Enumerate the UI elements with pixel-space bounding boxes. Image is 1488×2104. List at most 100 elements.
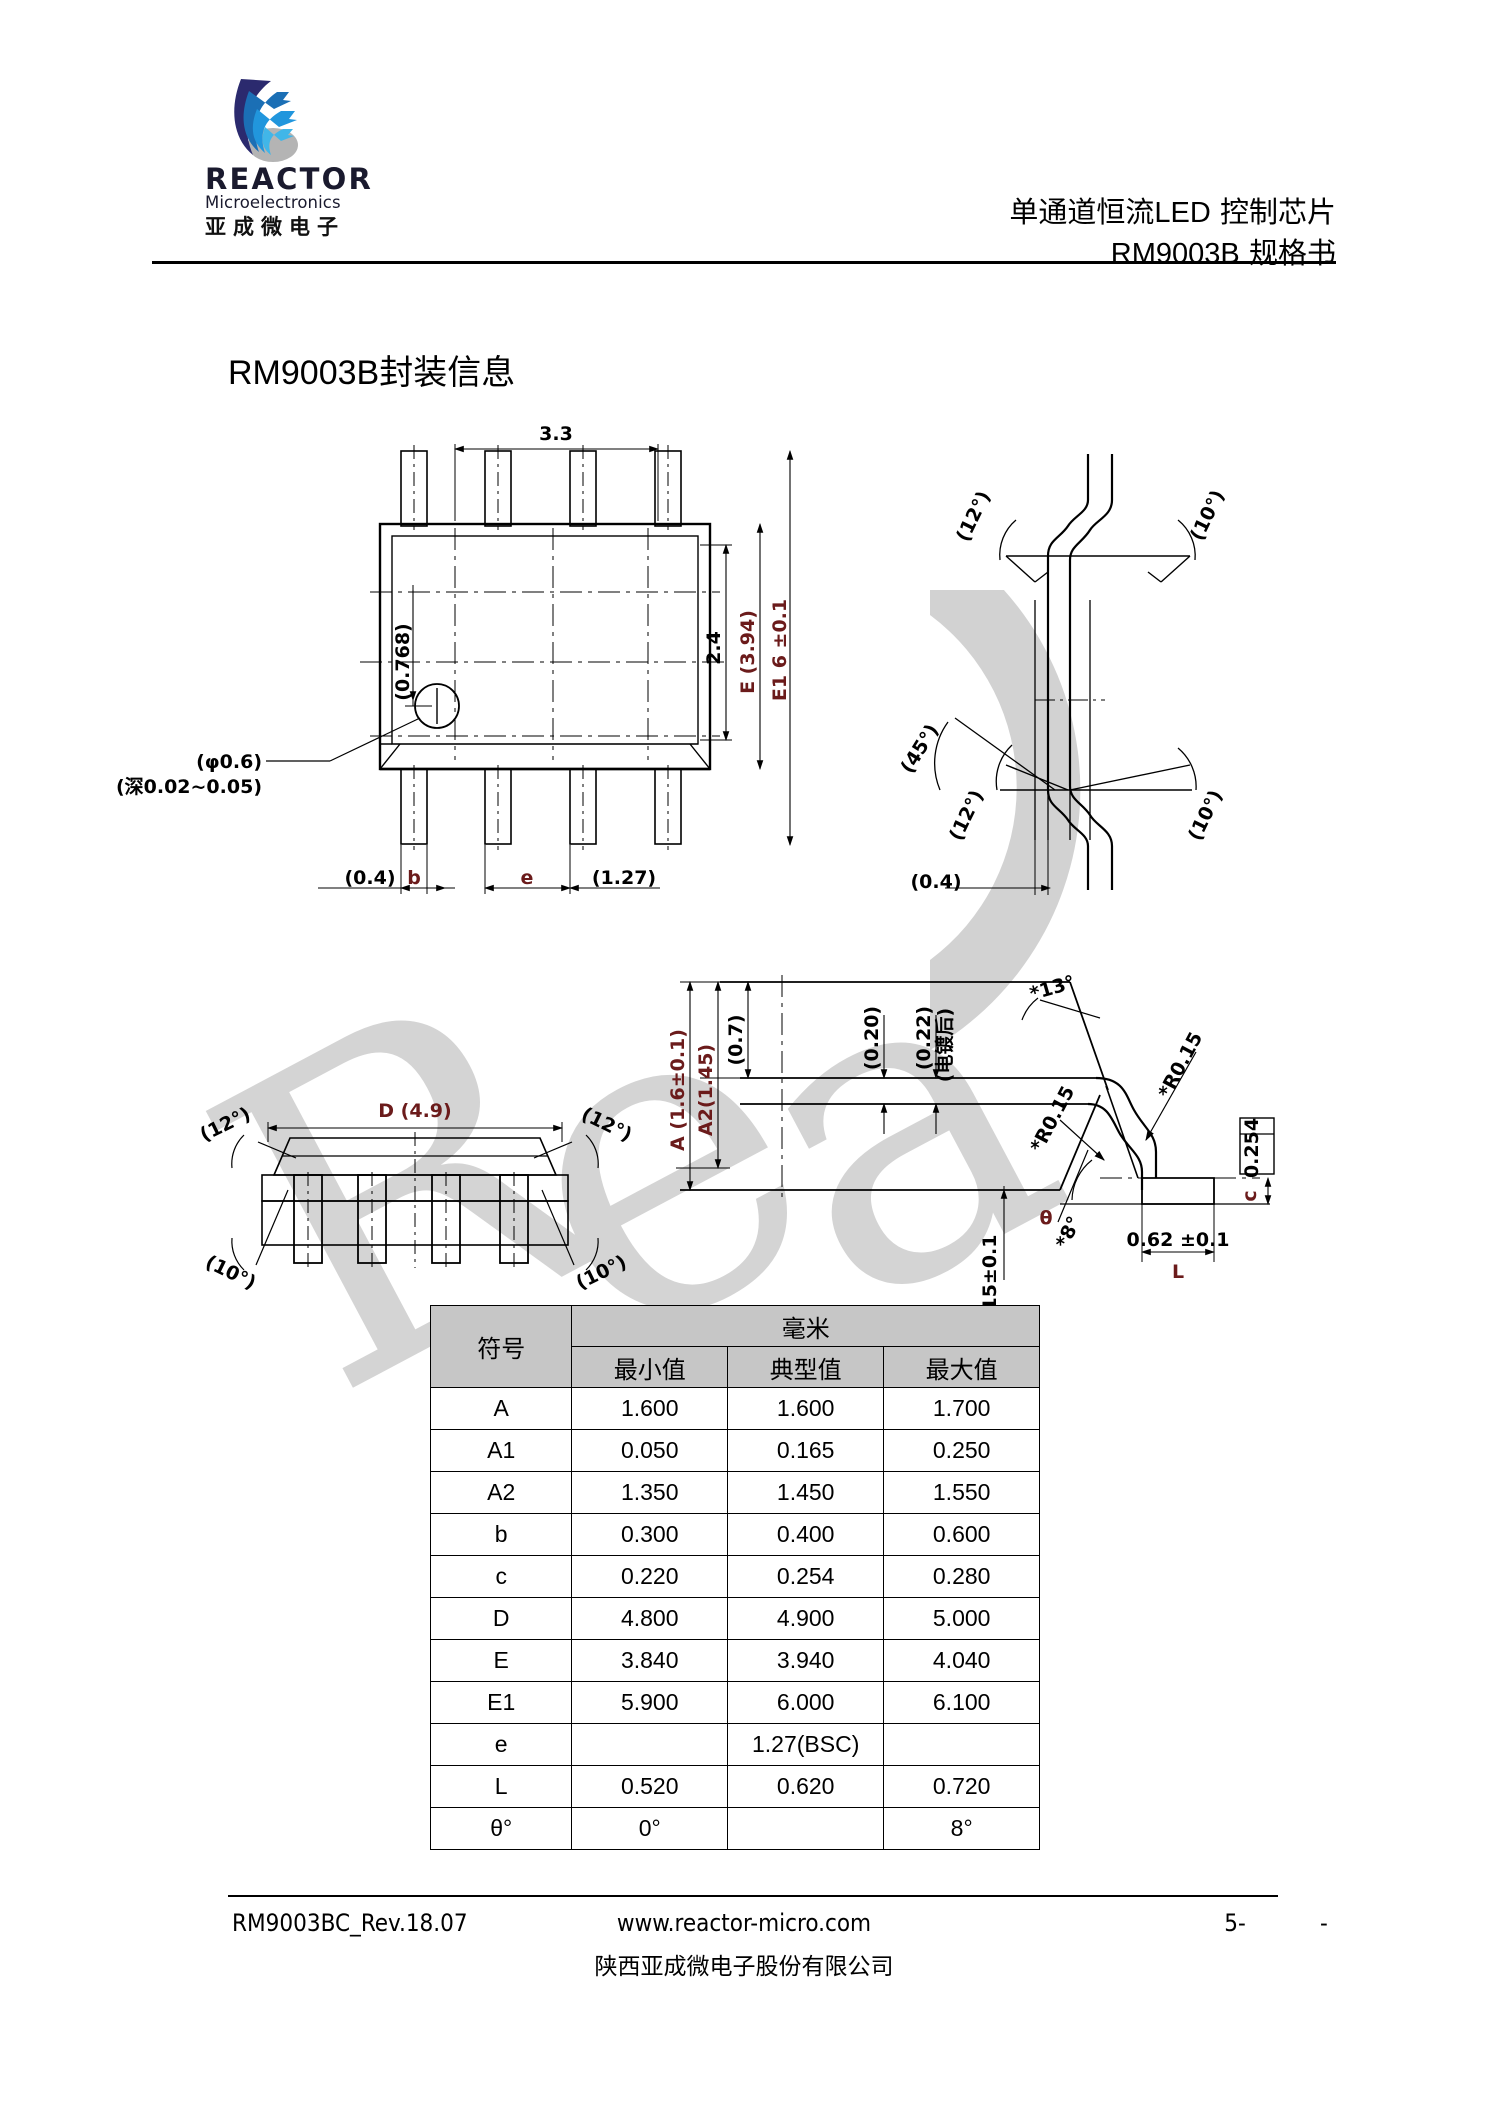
cell-max: 1.700 [883,1387,1040,1430]
dim-pin-offset: (0.4) [344,867,395,889]
cell-symbol: A2 [429,1471,573,1514]
note-after-plating: (电镀后) [933,1008,956,1082]
cell-typ: 3.940 [727,1639,885,1682]
footer-page-number: 5- [1224,1909,1246,1937]
header-title-line1: 单通道恒流LED 控制芯片 [696,192,1336,233]
header-title-block: 单通道恒流LED 控制芯片 RM9003B 规格书 [696,192,1336,274]
header-min: 最小值 [571,1346,729,1388]
dim-0-22: (0.22) [913,1006,935,1070]
cell-max: 0.720 [883,1765,1040,1808]
table-header-row-1: 符号 毫米 [429,1305,1040,1388]
dim-E: E (3.94) [737,610,759,694]
angle-front-top-right: (12°) [578,1103,636,1146]
header-divider [152,261,1336,264]
dim-E1: E1 6 ±0.1 [769,599,791,701]
angle-lead-top-right: (10°) [1186,487,1229,545]
company-logo: REACTOR Microelectronics 亚成微电子 [205,75,385,239]
cell-min: 0.220 [571,1555,729,1598]
logo-brand: REACTOR [205,162,374,196]
angle-lead-bot-right: (10°) [1184,787,1227,845]
angle-lead-top-left: (12°) [952,488,995,546]
dim-0-20: (0.20) [861,1006,883,1070]
cell-typ [727,1807,885,1850]
cell-max [883,1723,1040,1766]
dim-A: A (1.6±0.1) [667,1029,689,1151]
cell-symbol: θ° [429,1807,573,1850]
angle-front-top-left: (12°) [197,1103,255,1146]
header-part-number: RM9003B [1110,238,1240,271]
footer-dash: - [1320,1909,1328,1937]
label-c: c [1239,1190,1261,1201]
dim-top-width: 3.3 [539,423,573,445]
label-theta: θ [1039,1207,1052,1229]
angle-13: *13° [1027,971,1077,1005]
note-hole-depth: (深0.02~0.05) [116,775,262,798]
dim-pitch: (1.27) [592,867,656,889]
cell-max: 6.100 [883,1681,1040,1724]
cell-typ: 1.600 [727,1387,885,1430]
cell-min: 0° [571,1807,729,1850]
cell-max: 1.550 [883,1471,1040,1514]
cell-min: 5.900 [571,1681,729,1724]
cell-symbol: c [429,1555,573,1598]
cell-symbol: b [429,1513,573,1556]
cell-max: 5.000 [883,1597,1040,1640]
cell-max: 0.600 [883,1513,1040,1556]
cell-min: 1.350 [571,1471,729,1514]
cell-symbol: A [429,1387,573,1430]
cell-max: 8° [883,1807,1040,1850]
cell-max: 0.280 [883,1555,1040,1598]
header-title-cn-b: 控制芯片 [1219,195,1336,229]
label-e: e [521,867,534,889]
angle-front-bot-right: (10°) [573,1251,631,1294]
dim-c-value: 0.254 [1241,1118,1263,1178]
cell-typ: 1.27(BSC) [727,1723,885,1766]
cell-typ: 0.620 [727,1765,885,1808]
logo-chinese-name: 亚成微电子 [205,213,345,239]
footer-website[interactable]: www.reactor-micro.com [616,1909,872,1937]
cell-typ: 0.254 [727,1555,885,1598]
dim-L-value: 0.62 ±0.1 [1126,1229,1229,1251]
logo-subtitle: Microelectronics [205,193,341,212]
header-doc-type: 规格书 [1248,236,1336,271]
radius-R015-lower: *R0.15 [1026,1082,1079,1155]
cell-symbol: E1 [429,1681,573,1724]
page-title-cn: 封装信息 [379,353,516,393]
page-header: REACTOR Microelectronics 亚成微电子 单通道恒流LED … [0,0,1488,300]
header-title-line2: RM9003B 规格书 [696,233,1336,274]
cell-min: 3.840 [571,1639,729,1682]
header-max: 最大值 [883,1346,1040,1388]
dim-D: D (4.9) [378,1100,451,1122]
header-unit: 毫米 [571,1305,1040,1347]
dim-top-offset: (0.768) [392,623,414,700]
cell-typ: 6.000 [727,1681,885,1724]
reactor-logo-icon [234,79,298,162]
label-b: b [407,867,421,889]
cell-min: 0.050 [571,1429,729,1472]
page-title: RM9003B封装信息 [228,345,515,394]
radius-R015-upper: *R0.15 [1154,1028,1207,1101]
cell-min: 4.800 [571,1597,729,1640]
cell-min: 1.600 [571,1387,729,1430]
footer-company: 陕西亚成微电子股份有限公司 [594,1954,894,1980]
dim-A2: A2(1.45) [695,1044,717,1136]
angle-lead-bot-left: (12°) [945,787,988,845]
dim-0-7: (0.7) [725,1014,747,1065]
logo-wordmark: REACTOR Microelectronics 亚成微电子 [205,165,405,239]
label-L: L [1172,1261,1184,1283]
dim-lead-offset: (0.4) [910,871,961,893]
cell-min: 0.300 [571,1513,729,1556]
cell-symbol: E [429,1639,573,1682]
footer-divider [228,1895,1278,1897]
cell-typ: 0.165 [727,1429,885,1472]
angle-front-bot-left: (10°) [202,1251,260,1294]
